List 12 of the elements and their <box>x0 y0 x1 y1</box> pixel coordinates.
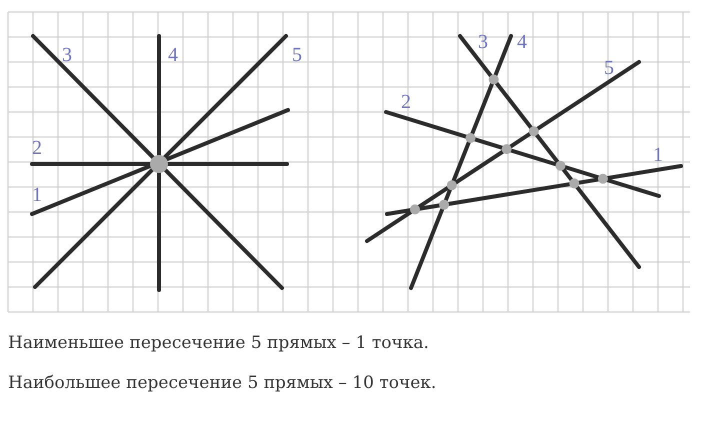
answer-text: Наибольшее пересечение 5 прямых – 10 точек. <box>8 372 436 394</box>
line-number: 2 <box>401 92 411 112</box>
line-number: 1 <box>32 185 42 205</box>
line-number: 3 <box>62 45 72 65</box>
line-number: 4 <box>168 45 178 65</box>
line-number: 3 <box>478 32 488 52</box>
answer-text: Наименьшее пересечение 5 прямых – 1 точка. <box>8 332 429 354</box>
line-number: 5 <box>604 58 614 78</box>
line-number: 5 <box>292 45 302 65</box>
line-number: 4 <box>517 32 527 52</box>
line-number: 1 <box>653 145 663 165</box>
line-number: 2 <box>32 138 42 158</box>
